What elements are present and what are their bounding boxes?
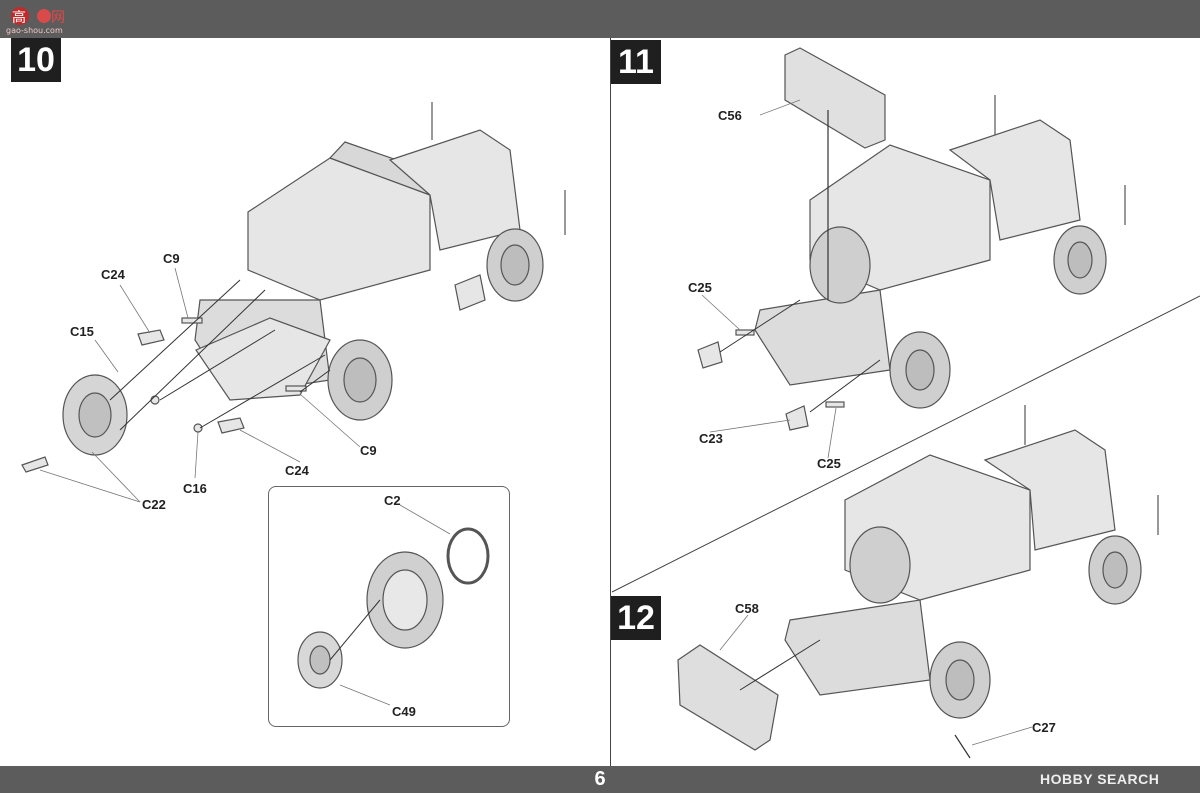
label-c16: C16: [183, 481, 207, 496]
svg-text:高: 高: [12, 9, 26, 26]
page-divider: [610, 38, 611, 766]
label-c25-right: C25: [817, 456, 841, 471]
logo-caption: gao-shou.com: [6, 26, 63, 35]
label-c49: C49: [392, 704, 416, 719]
site-logo: 高 网: [6, 4, 68, 34]
label-c24-bottom: C24: [285, 463, 309, 478]
step11-vehicle: [754, 95, 1126, 409]
label-c22: C22: [142, 497, 166, 512]
label-c9-top: C9: [163, 251, 180, 266]
top-bar: [0, 0, 1200, 38]
step-10-badge: 10: [11, 38, 61, 82]
step10-vehicle: [194, 102, 566, 421]
step12-vehicle: [784, 405, 1159, 719]
label-c27: C27: [1032, 720, 1056, 735]
label-c24-top: C24: [101, 267, 125, 282]
svg-text:网: 网: [51, 10, 65, 26]
label-c25-left: C25: [688, 280, 712, 295]
bottom-bar: [0, 766, 1200, 793]
label-c2: C2: [384, 493, 401, 508]
label-c23: C23: [699, 431, 723, 446]
wheel-detail-inset: [268, 486, 510, 727]
label-c56: C56: [718, 108, 742, 123]
label-c58: C58: [735, 601, 759, 616]
step-12-badge: 12: [611, 596, 661, 640]
label-c15: C15: [70, 324, 94, 339]
page-number: 6: [594, 768, 606, 790]
step-11-badge: 11: [611, 40, 661, 84]
watermark: HOBBY SEARCH: [1040, 771, 1160, 787]
label-c9-bottom: C9: [360, 443, 377, 458]
